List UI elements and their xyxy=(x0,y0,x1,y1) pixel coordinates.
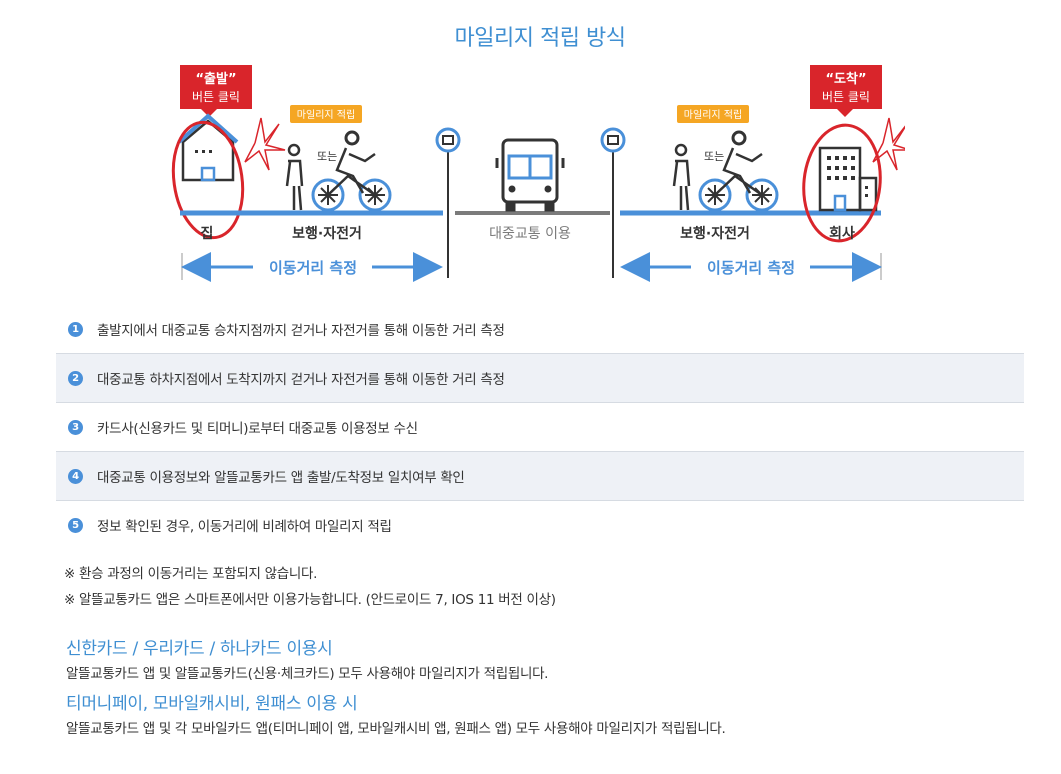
walker-icon-right xyxy=(672,143,691,211)
mileage-badge-right-text: 마일리지 적립 xyxy=(684,108,742,121)
section-text-mobile: 알뜰교통카드 앱 및 각 모바일카드 앱(티머니페이 앱, 모바일캐시비 앱, … xyxy=(66,721,726,737)
step-text: 출발지에서 대중교통 승차지점까지 걷거나 자전거를 통해 이동한 거리 측정 xyxy=(97,323,505,339)
note-transfer: ※ 환승 과정의 이동거리는 포함되지 않습니다. xyxy=(64,566,318,582)
mileage-badge-left: 마일리지 적립 xyxy=(290,105,362,123)
bicycle-icon-left xyxy=(311,130,392,212)
page-title: 마일리지 적립 방식 xyxy=(454,26,626,51)
start-circle-mark xyxy=(171,117,286,240)
step-text: 대중교통 하차지점에서 도착지까지 걷거나 자전거를 통해 이동한 거리 측정 xyxy=(97,372,505,388)
walk-bike-label-right: 보행·자전거 xyxy=(680,225,750,242)
end-button-quote: “도착” xyxy=(825,71,866,87)
step-text: 정보 확인된 경우, 이동거리에 비례하여 마일리지 적립 xyxy=(97,519,392,535)
step-number-badge: 4 xyxy=(68,468,83,484)
section-heading-mobile: 티머니페이, 모바일캐시비, 원패스 이용 시 xyxy=(66,694,358,714)
or-text-right: 또는 xyxy=(704,150,724,163)
bus-stop-icon-left xyxy=(435,127,461,278)
step-row: 4 대중교통 이용정보와 알뜰교통카드 앱 출발/도착정보 일치여부 확인 xyxy=(56,452,1024,501)
company-building-icon xyxy=(818,146,878,212)
house-icon xyxy=(177,113,239,182)
step-text: 대중교통 이용정보와 알뜰교통카드 앱 출발/도착정보 일치여부 확인 xyxy=(97,470,465,486)
distance-label-left: 이동거리 측정 xyxy=(269,259,357,277)
section-text-card: 알뜰교통카드 앱 및 알뜰교통카드(신용·체크카드) 모두 사용해야 마일리지가… xyxy=(66,666,549,682)
end-button-sub: 버튼 클릭 xyxy=(822,90,870,104)
end-circle-mark xyxy=(802,117,905,243)
distance-label-right: 이동거리 측정 xyxy=(707,259,795,277)
mileage-badge-left-text: 마일리지 적립 xyxy=(297,108,355,121)
steps-list: 1 출발지에서 대중교통 승차지점까지 걷거나 자전거를 통해 이동한 거리 측… xyxy=(56,305,1024,549)
step-number-badge: 2 xyxy=(68,370,83,386)
step-row: 3 카드사(신용카드 및 티머니)로부터 대중교통 이용정보 수신 xyxy=(56,403,1024,452)
step-row: 5 정보 확인된 경우, 이동거리에 비례하여 마일리지 적립 xyxy=(56,501,1024,549)
distance-arrow-right: 이동거리 측정 xyxy=(620,252,882,282)
transit-label: 대중교통 이용 xyxy=(489,226,571,242)
mileage-diagram: “출발” 버튼 클릭 “도착” 버튼 클릭 마일리지 적립 마일리지 적립 xyxy=(171,65,905,282)
mileage-badge-right: 마일리지 적립 xyxy=(677,105,749,123)
step-text: 카드사(신용카드 및 티머니)로부터 대중교통 이용정보 수신 xyxy=(97,421,418,437)
distance-arrow-left: 이동거리 측정 xyxy=(181,252,443,282)
step-row: 1 출발지에서 대중교통 승차지점까지 걷거나 자전거를 통해 이동한 거리 측… xyxy=(56,305,1024,354)
bus-icon xyxy=(495,138,565,212)
start-button-sub: 버튼 클릭 xyxy=(192,90,240,104)
company-label: 회사 xyxy=(829,226,855,242)
walker-icon-left xyxy=(285,143,304,211)
section-heading-card: 신한카드 / 우리카드 / 하나카드 이용시 xyxy=(66,639,333,659)
start-button-quote: “출발” xyxy=(195,71,236,87)
bicycle-icon-right xyxy=(698,130,779,212)
start-button-callout: “출발” 버튼 클릭 xyxy=(180,65,252,117)
step-number-badge: 5 xyxy=(68,517,83,533)
or-text-left: 또는 xyxy=(317,150,337,163)
step-row: 2 대중교통 하차지점에서 도착지까지 걷거나 자전거를 통해 이동한 거리 측… xyxy=(56,354,1024,403)
home-label: 집 xyxy=(201,225,214,242)
step-number-badge: 3 xyxy=(68,419,83,435)
bus-stop-icon-right xyxy=(600,127,626,278)
step-number-badge: 1 xyxy=(68,321,83,337)
end-button-callout: “도착” 버튼 클릭 xyxy=(810,65,882,117)
note-smartphone: ※ 알뜰교통카드 앱은 스마트폰에서만 이용가능합니다. (안드로이드 7, I… xyxy=(64,592,556,608)
walk-bike-label-left: 보행·자전거 xyxy=(292,225,362,242)
